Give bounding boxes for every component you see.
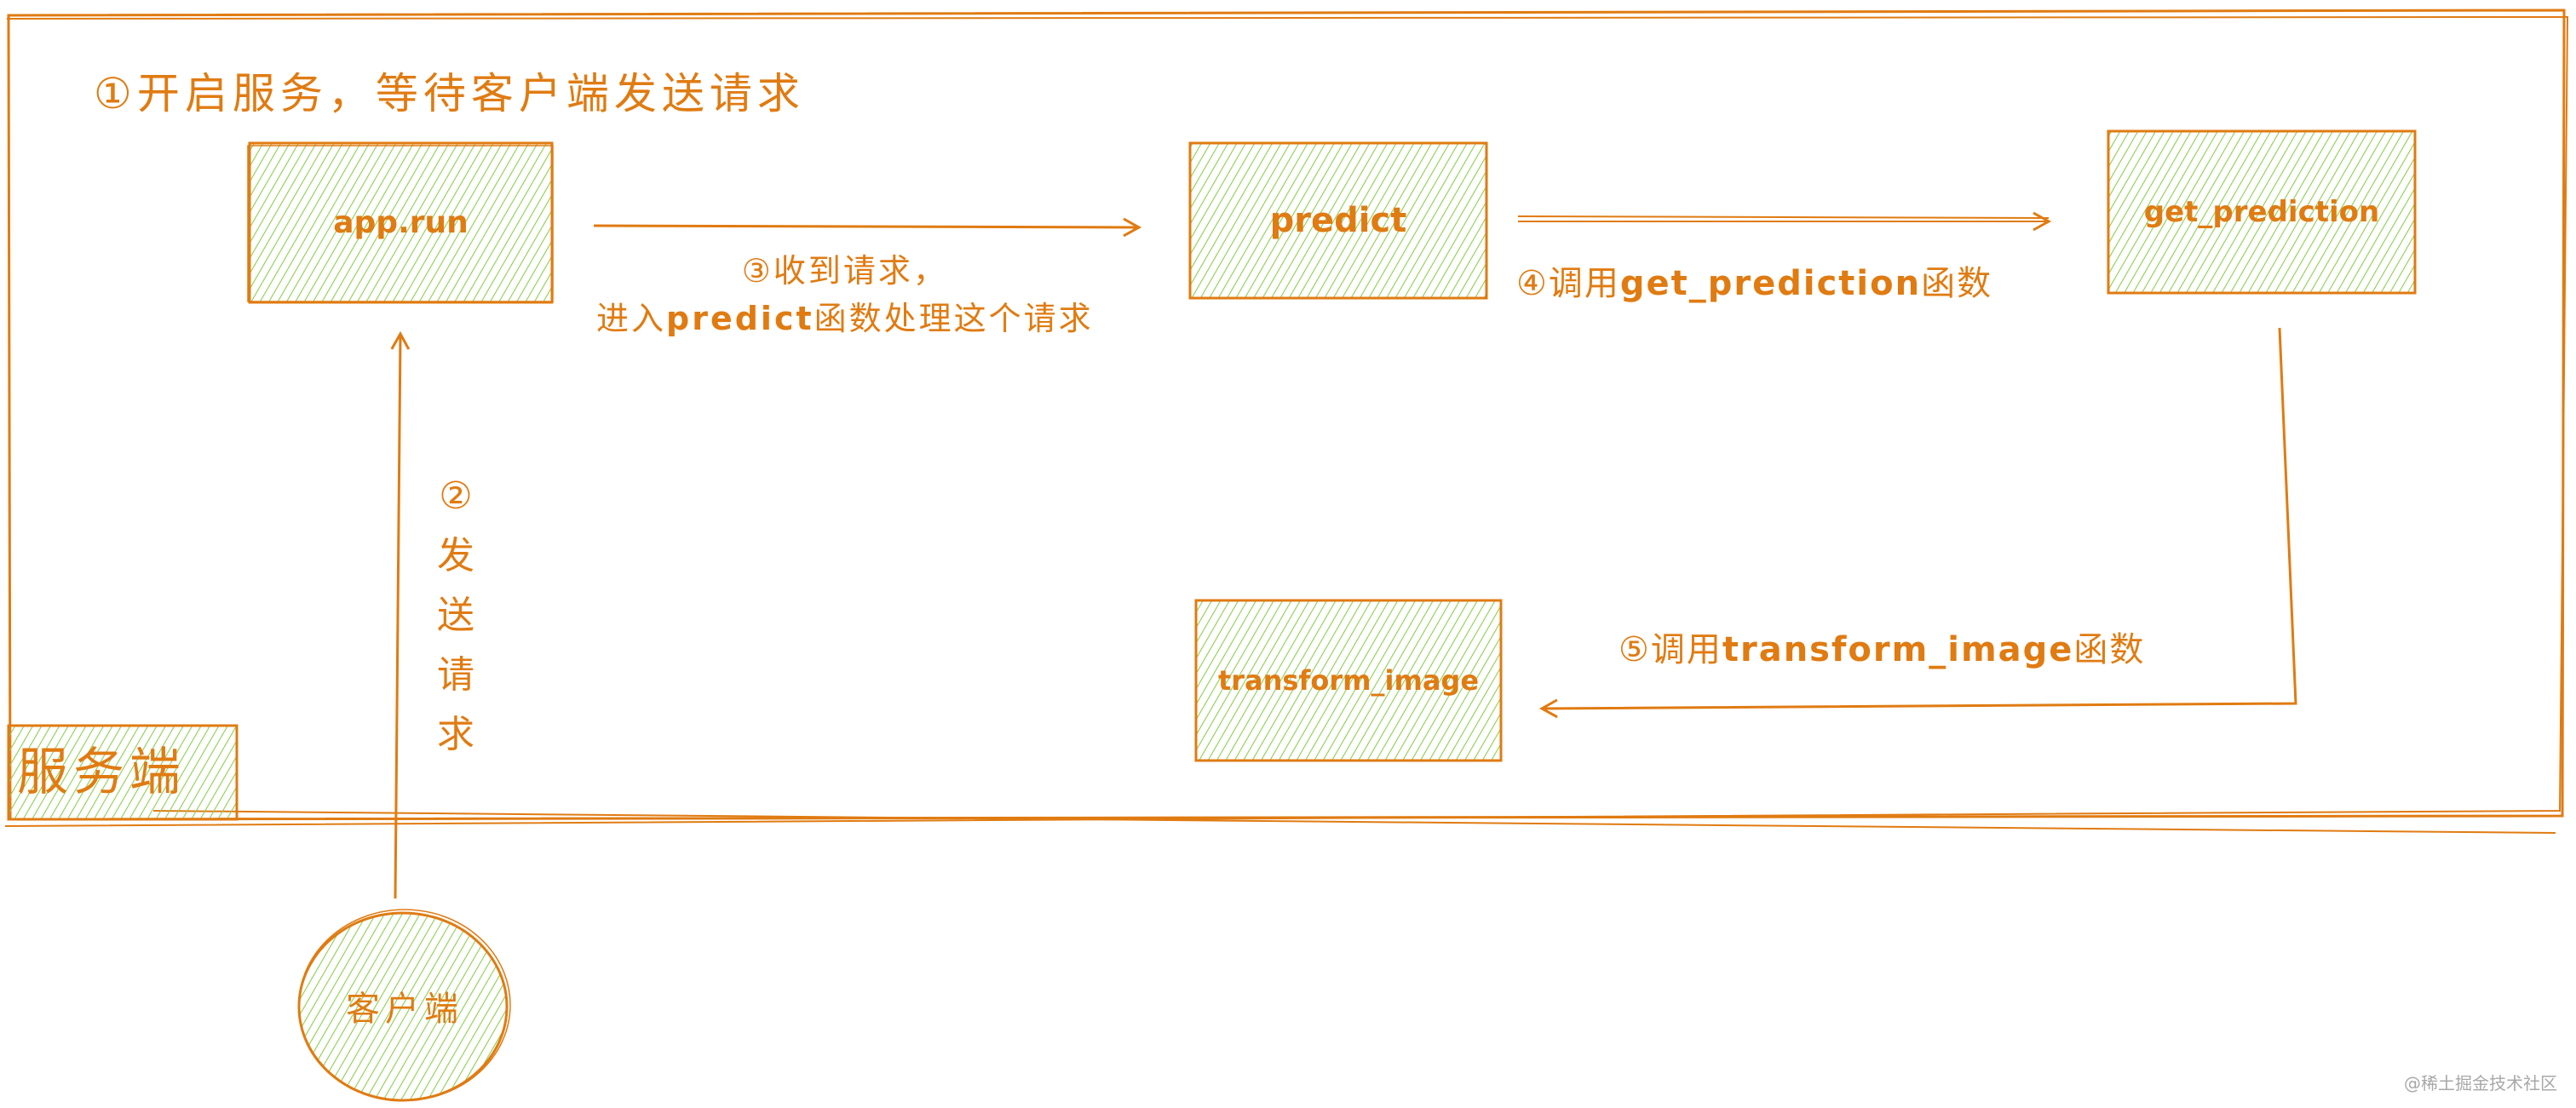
step-3-annotation: ③收到请求， 进入predict函数处理这个请求 (596, 247, 1094, 342)
watermark: @稀土掘金技术社区 (2404, 1073, 2557, 1094)
node-label-predict: predict (1269, 201, 1407, 240)
edge-app-run-to-predict (593, 217, 1142, 238)
node-get-prediction[interactable] (2107, 129, 2417, 295)
step-4-number: ④ (1516, 264, 1549, 303)
step-1-text: 开启服务，等待客户端发送请求 (136, 69, 805, 118)
step-2-text: 发送请求 (437, 534, 474, 756)
step-3-number: ③ (741, 252, 773, 290)
step-5-post: 函数 (2073, 630, 2146, 669)
server-container (4, 9, 2569, 834)
step-2-number: ② (439, 474, 473, 518)
server-label-box (7, 724, 239, 821)
step-5-pre: 调用 (1650, 630, 1722, 669)
step-4-post: 函数 (1921, 264, 1993, 303)
edge-client-to-app-run (390, 330, 411, 899)
node-label-transform-image: transform_image (1217, 664, 1480, 697)
client-label: 客户端 (346, 990, 463, 1029)
step-3-line1: 收到请求， (773, 252, 948, 290)
step-2-annotation: ② 发送请求 (430, 467, 481, 765)
node-predict[interactable] (1188, 141, 1488, 300)
step-5-number: ⑤ (1619, 630, 1651, 669)
step-4-pre: 调用 (1548, 264, 1620, 303)
node-app-run[interactable] (247, 141, 554, 304)
step-5-code: transform_image (1722, 630, 2074, 669)
step-3-line2-post: 函数处理这个请求 (814, 300, 1094, 337)
node-label-get-prediction: get_prediction (2143, 195, 2380, 229)
edge-get-prediction-to-transform-image (1538, 327, 2297, 719)
step-4-code: get_prediction (1619, 264, 1922, 303)
step-3-line2-pre: 进入 (596, 300, 667, 337)
step-5-annotation: ⑤调用transform_image函数 (1619, 622, 2145, 671)
server-label: 服务端 (17, 743, 186, 802)
step-4-annotation: ④调用get_prediction函数 (1516, 255, 1992, 305)
edge-predict-to-get-prediction (1517, 211, 2052, 232)
node-client[interactable] (297, 909, 511, 1102)
step-3-code: predict (666, 300, 814, 337)
step-1-number: ① (94, 69, 137, 118)
step-1-annotation: ①开启服务，等待客户端发送请求 (94, 60, 805, 121)
node-label-app-run: app.run (333, 205, 469, 240)
node-transform-image[interactable] (1194, 599, 1503, 762)
